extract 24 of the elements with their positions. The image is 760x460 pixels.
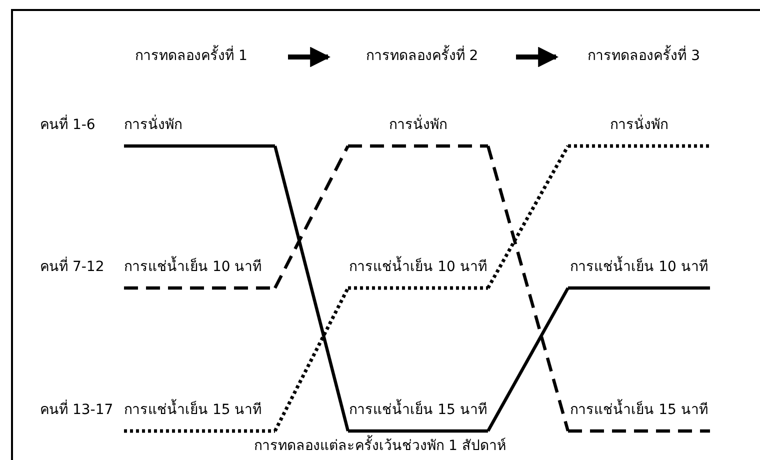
condition-label: การแช่น้ำเย็น 15 นาที <box>124 400 275 434</box>
caption: การทดลองแต่ละครั้งเว้นช่วงพัก 1 สัปดาห์ <box>0 436 760 456</box>
condition-label: การแช่น้ำเย็น 15 นาที <box>348 400 488 434</box>
connector-line <box>273 287 350 432</box>
arrow <box>516 46 559 68</box>
connector-line <box>486 145 570 289</box>
group-label: คนที่ 7-12 <box>40 257 104 277</box>
arrow <box>288 46 331 68</box>
connector-line <box>273 146 350 432</box>
condition-label: การแช่น้ำเย็น 10 นาที <box>348 257 488 291</box>
condition-label: การแช่น้ำเย็น 10 นาที <box>568 257 710 291</box>
trial-heading: การทดลองครั้งที่ 2 <box>328 46 516 68</box>
condition-label: การนั่งพัก <box>348 115 488 149</box>
group-label: คนที่ 1-6 <box>40 115 96 135</box>
connector-line <box>486 287 570 432</box>
condition-label: การนั่งพัก <box>124 115 275 149</box>
trial-heading: การทดลองครั้งที่ 3 <box>556 46 700 68</box>
trial-heading: การทดลองครั้งที่ 1 <box>135 46 288 68</box>
condition-label: การนั่งพัก <box>568 115 710 149</box>
condition-label: การแช่น้ำเย็น 15 นาที <box>568 400 710 434</box>
condition-label: การแช่น้ำเย็น 10 นาที <box>124 257 275 291</box>
connector-line <box>486 146 570 432</box>
group-label: คนที่ 13-17 <box>40 400 114 420</box>
connector-line <box>274 145 350 289</box>
